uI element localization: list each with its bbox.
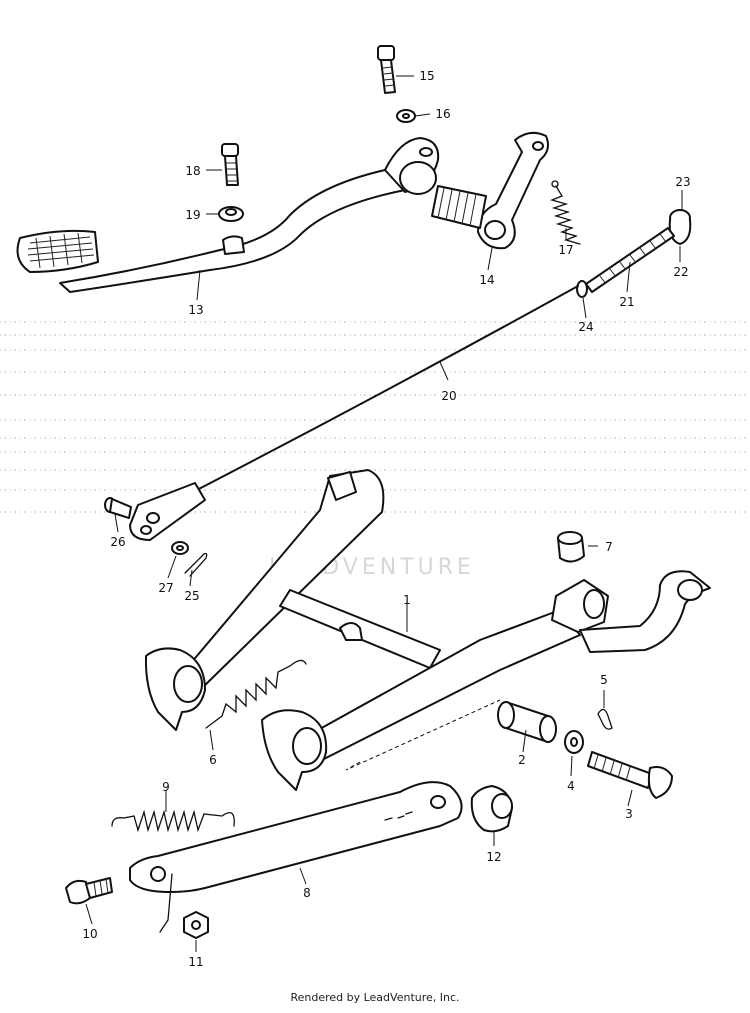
callout-labels: 15 16 18 19 13 14 17 23 22 21 24 20 26 2…: [82, 69, 690, 969]
part-21-rod-end: [585, 227, 675, 293]
part-18-bolt: [221, 143, 239, 186]
part-25-cotter-pin: [184, 552, 208, 577]
part-1-center-stand: [144, 469, 711, 791]
part-19-nut: [218, 206, 244, 222]
callout-21: 21: [619, 295, 634, 309]
part-8-side-stand: [129, 781, 463, 933]
callout-26: 26: [110, 535, 125, 549]
part-5-pin: [597, 708, 613, 730]
part-10-bolt: [65, 877, 113, 905]
callout-5: 5: [600, 673, 608, 687]
callout-3: 3: [625, 807, 633, 821]
part-24-ring: [576, 280, 588, 298]
callout-19: 19: [185, 208, 200, 222]
callout-10: 10: [82, 927, 97, 941]
part-17-spring: [549, 180, 581, 245]
part-6-return-spring: [205, 659, 307, 729]
callout-20: 20: [441, 389, 456, 403]
leader-lines: [85, 75, 683, 952]
part-11-nut: [183, 911, 209, 939]
callout-7: 7: [605, 540, 613, 554]
callout-2: 2: [518, 753, 526, 767]
callout-24: 24: [578, 320, 593, 334]
callout-25: 25: [184, 589, 199, 603]
callout-17: 17: [558, 243, 573, 257]
part-15-bolt: [377, 45, 396, 94]
callout-6: 6: [209, 753, 217, 767]
part-20-brake-rod: [129, 285, 579, 541]
part-7-stopper-rubber: [557, 531, 585, 563]
part-23-adjuster-nut: [668, 209, 692, 245]
callout-12: 12: [486, 850, 501, 864]
callout-22: 22: [673, 265, 688, 279]
part-2-collar: [497, 701, 557, 743]
callout-18: 18: [185, 164, 200, 178]
part-16-lock-washer: [396, 109, 416, 123]
part-13-brake-pedal: [16, 137, 440, 293]
callout-8: 8: [303, 886, 311, 900]
callout-13: 13: [188, 303, 203, 317]
footer-credit: Rendered by LeadVenture, Inc.: [290, 991, 460, 1004]
part-3-bolt: [587, 751, 673, 799]
part-14-brake-arm: [431, 131, 549, 250]
part-12-stopper-rubber: [470, 785, 513, 833]
callout-11: 11: [188, 955, 203, 969]
callout-9: 9: [162, 780, 170, 794]
callout-4: 4: [567, 779, 575, 793]
callout-1: 1: [403, 593, 411, 607]
callout-23: 23: [675, 175, 690, 189]
part-4-washer: [564, 730, 584, 754]
callout-15: 15: [419, 69, 434, 83]
callout-27: 27: [158, 581, 173, 595]
part-9-spring: [111, 809, 235, 833]
callout-16: 16: [435, 107, 450, 121]
callout-14: 14: [479, 273, 494, 287]
part-27-washer: [171, 541, 189, 555]
part-26-pin: [104, 497, 132, 519]
